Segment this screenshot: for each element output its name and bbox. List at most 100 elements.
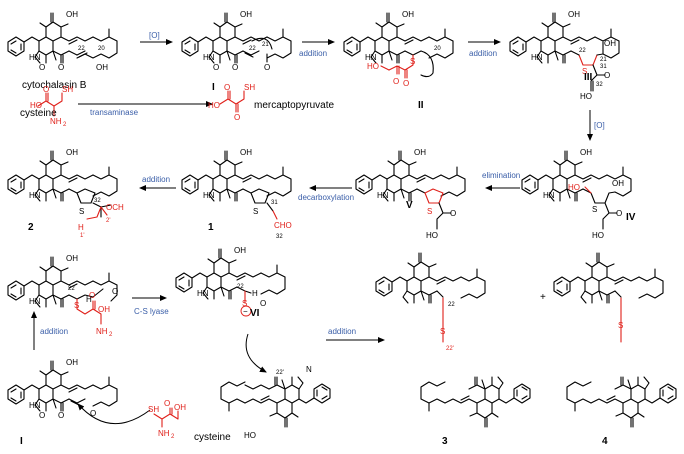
svg-text:SH: SH (62, 85, 73, 94)
compound-i-bottom-label: I (20, 436, 23, 447)
svg-text:HO: HO (592, 231, 604, 240)
svg-text:NH: NH (158, 429, 170, 438)
svg-text:HN: HN (531, 53, 543, 62)
compound-ii-structure: S HO O O OH HN 20 (343, 10, 454, 88)
svg-text:HN: HN (203, 53, 215, 62)
atom-number-20: 20 (98, 46, 105, 52)
svg-text:O: O (89, 291, 95, 300)
svg-text:OH: OH (66, 254, 78, 263)
compound-iv-label: IV (626, 212, 636, 223)
mercaptopyruvate-structure: HO O SH O (208, 83, 255, 122)
curved-electron-arrow (77, 403, 151, 424)
svg-text:S: S (592, 205, 597, 214)
svg-text:O: O (39, 411, 45, 420)
svg-text:O: O (260, 299, 266, 308)
svg-text:OCH: OCH (106, 203, 124, 212)
svg-text:32: 32 (596, 82, 603, 88)
compound-vi-label: VI (250, 308, 260, 319)
svg-text:21: 21 (262, 42, 269, 48)
svg-text:SH: SH (148, 405, 159, 414)
svg-text:H: H (78, 223, 84, 232)
compound-i-bottom-structure: OH HN O O O (7, 358, 118, 420)
svg-text:22: 22 (579, 48, 586, 54)
oh-label: OH (66, 10, 78, 19)
compound-2-structure: S OH HN OCH H 32 1' 2' (7, 148, 124, 239)
compound-iv-structure: S HO OH OH HN HO O (521, 148, 632, 240)
svg-text:HO: HO (30, 101, 42, 110)
svg-text:HN: HN (365, 53, 377, 62)
plus-sign: + (540, 292, 546, 303)
svg-text:O: O (604, 71, 610, 80)
addition-label: addition (469, 49, 497, 58)
svg-text:22: 22 (448, 302, 455, 308)
compound-i-label: I (212, 82, 215, 93)
svg-text:32: 32 (94, 198, 101, 204)
svg-text:S: S (242, 299, 247, 308)
svg-text:O: O (234, 113, 240, 122)
svg-text:OH: OH (66, 148, 78, 157)
svg-text:HN: HN (203, 191, 215, 200)
svg-text:NH: NH (50, 117, 62, 126)
svg-text:H: H (86, 295, 92, 304)
svg-text:S: S (440, 327, 445, 336)
compound-v-structure: S OH HN HO O (355, 148, 466, 240)
elimination-label: elimination (482, 171, 520, 180)
partner-core-structure (220, 376, 331, 428)
svg-text:NH: NH (96, 327, 108, 336)
atom-number-22: 22 (78, 46, 85, 52)
svg-text:OH: OH (414, 148, 426, 157)
svg-text:OH: OH (580, 148, 592, 157)
compound-iii-structure: S OH OH HN HO O 22 21 31 32 (509, 10, 620, 101)
cysteine-structure: HO O SH NH 2 (30, 85, 73, 128)
compound-3-structure (375, 252, 486, 304)
compound-3-lower-structure (420, 376, 531, 428)
svg-text:O: O (58, 411, 64, 420)
compound-2-label: 2 (28, 222, 34, 233)
svg-text:HN: HN (543, 191, 555, 200)
o-label: O (58, 63, 64, 72)
cytochalasin-b-label: cytochalasin B (22, 80, 87, 91)
svg-text:OH: OH (240, 148, 252, 157)
compound-i-structure: OH HN O O O 22 21 (181, 10, 292, 72)
svg-text:HO: HO (367, 62, 379, 71)
svg-text:S: S (582, 67, 587, 76)
svg-text:2: 2 (109, 332, 113, 338)
svg-text:HN: HN (29, 401, 41, 410)
svg-text:O: O (224, 83, 230, 92)
oxidation-label: [O] (594, 121, 605, 130)
svg-text:2: 2 (63, 122, 67, 128)
svg-text:21: 21 (600, 57, 607, 63)
compound-1-label: 1 (208, 222, 214, 233)
svg-text:O: O (450, 209, 456, 218)
svg-text:HO: HO (426, 231, 438, 240)
svg-text:OH: OH (234, 246, 246, 255)
svg-text:HN: HN (29, 191, 41, 200)
oxidation-label: [O] (149, 31, 160, 40)
svg-text:HO: HO (580, 92, 592, 101)
svg-text:S: S (427, 207, 432, 216)
svg-text:O: O (232, 63, 238, 72)
addition-label: addition (142, 175, 170, 184)
atom-number-22p: 22' (276, 370, 284, 376)
svg-text:OH: OH (612, 179, 624, 188)
svg-text:2': 2' (106, 218, 110, 224)
svg-text:HN: HN (29, 297, 41, 306)
svg-text:N: N (306, 365, 312, 374)
svg-text:O: O (90, 409, 96, 418)
svg-text:OH: OH (604, 39, 616, 48)
svg-text:20: 20 (434, 46, 441, 52)
transaminase-label: transaminase (90, 108, 139, 117)
svg-text:S: S (253, 207, 258, 216)
addition-label: addition (299, 49, 327, 58)
cytochalasin-b-structure: OH HN O O OH 22 20 (7, 10, 118, 72)
compound-4-lower-structure (566, 376, 677, 428)
svg-text:OH: OH (98, 305, 110, 314)
decarboxylation-label: decarboxylation (298, 193, 354, 202)
svg-text:OH: OH (66, 358, 78, 367)
svg-text:O: O (264, 63, 270, 72)
svg-text:SH: SH (244, 83, 255, 92)
cysteine-label: cysteine (20, 108, 57, 119)
curved-electron-arrow (245, 333, 267, 373)
svg-text:HO: HO (244, 431, 256, 440)
compound-1-structure: S OH HN CHO 31 32 (181, 148, 292, 240)
